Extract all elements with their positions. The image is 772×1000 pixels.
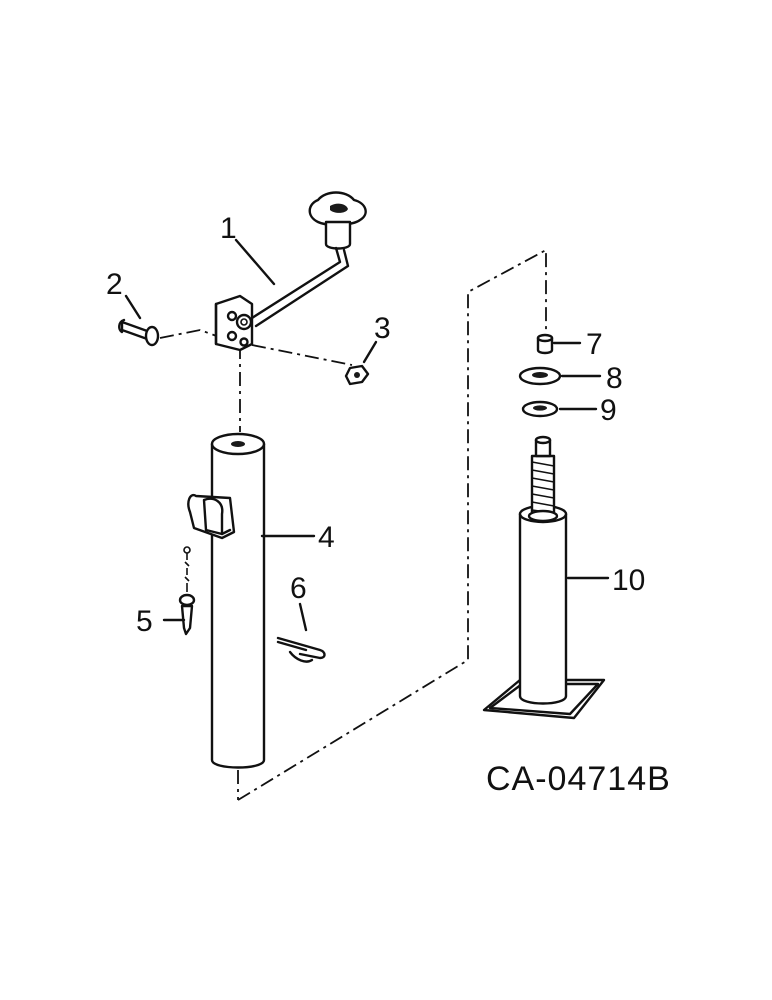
leader-lines [124,238,610,632]
clevis-pin-part [118,318,160,347]
callout-7: 7 [586,328,603,361]
washer-part-upper [518,366,562,386]
callout-6: 6 [290,572,307,605]
callout-labels: 1 2 3 4 5 6 7 8 9 10 [106,212,645,638]
callout-9: 9 [600,394,617,427]
bushing-part [536,333,554,355]
leader-2 [124,294,142,320]
nut-part [344,364,370,386]
drawing-code-label: CA-04714B [486,760,671,798]
leader-3 [362,340,378,364]
leader-6 [298,602,308,632]
crank-handle-part [214,191,367,352]
lynch-pin-part [178,546,196,636]
phantom-lines [159,248,547,801]
washer-part-lower [521,400,559,418]
callout-5: 5 [136,605,153,638]
callout-4: 4 [318,521,335,554]
screw-foot-assembly-part [482,435,606,720]
callout-10: 10 [612,564,645,597]
callout-3: 3 [374,312,391,345]
leader-1 [234,238,276,286]
callout-1: 1 [220,212,237,245]
cotter-pin-part [276,636,326,663]
jack-tube-part [187,432,266,769]
callout-8: 8 [606,362,623,395]
callout-2: 2 [106,268,123,301]
